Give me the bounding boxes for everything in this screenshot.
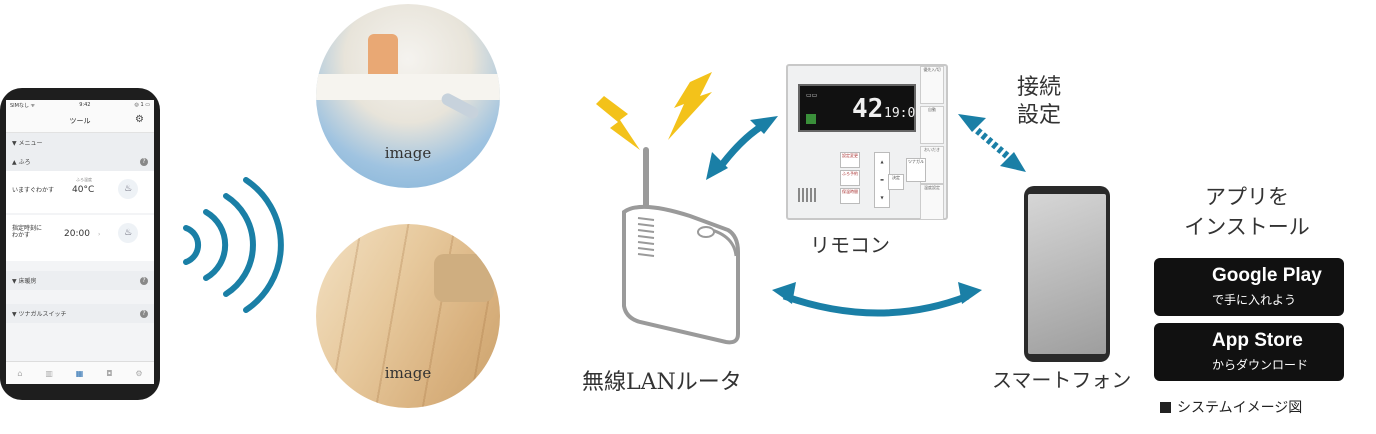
help-icon[interactable]: ? (140, 157, 148, 166)
tab-bar: ⌂ ▥ ▦ ◘ ⚙ (6, 361, 154, 384)
set-temp-caption: ふろ温度 (76, 177, 92, 182)
slippers-icon (434, 254, 494, 302)
google-play-subtitle: で手に入れよう (1212, 293, 1297, 307)
keep-warm-label: いますぐわかす (12, 187, 55, 194)
dashed-arrow-connect (969, 123, 1015, 163)
remote-side-button-1[interactable]: 優先入/切 (920, 66, 944, 104)
chevron-down-icon: ▼ (12, 311, 19, 318)
connect-setting-label: 接続 設定 (1016, 75, 1061, 128)
arrow-router-phone (782, 292, 970, 317)
wifi-waves-icon (183, 177, 284, 313)
chevron-down-icon: ▼ (12, 140, 19, 147)
remote-side-button-2[interactable]: 自動 (920, 106, 944, 144)
menu-label: ▼ メニュー (12, 140, 43, 147)
google-play-title: Google Play (1212, 265, 1322, 286)
home-tab-icon[interactable]: ⌂ (17, 368, 23, 378)
floor-image-circle: image (316, 224, 500, 408)
smartphone-icon (1024, 186, 1110, 362)
help-icon[interactable]: ? (140, 309, 148, 318)
remote-status-text: ▭▭ (806, 92, 818, 99)
remote-button-setting[interactable]: 設定変更 (840, 152, 860, 168)
app-store-subtitle: からダウンロード (1212, 358, 1309, 372)
status-right: ◎ 1 ▭ (134, 102, 150, 108)
timer-value: 20:00 (64, 229, 90, 239)
speaker-grille-icon (798, 188, 816, 202)
smartphone-app-mockup: SIMなし ᯤ 9:42 ◎ 1 ▭ ツール ⚙ ▼ メニュー ▲ ふろ ? い… (0, 88, 160, 400)
status-carrier: SIMなし ᯤ (10, 103, 36, 109)
lightning-icon (596, 72, 712, 150)
gear-icon[interactable]: ⚙ (135, 114, 144, 125)
floor-heat-section[interactable]: ▼ 床暖房 ? (6, 271, 154, 290)
app-title: ツール (69, 117, 91, 125)
wave-2 (203, 209, 229, 281)
bathtub-timer-icon[interactable]: ♨ (118, 223, 138, 243)
remote-button-keep-warm[interactable]: 保温時間 (840, 188, 860, 204)
app-store-badge[interactable]: App Store からダウンロード (1154, 323, 1344, 381)
remote-mode-icon (806, 114, 816, 124)
install-app-label: アプリを インストール (1184, 185, 1310, 239)
app-store-title: App Store (1212, 330, 1303, 351)
status-bar: SIMなし ᯤ 9:42 ◎ 1 ▭ (6, 100, 154, 110)
system-image-note: システムイメージ図 (1160, 397, 1302, 417)
bottle-icon (368, 34, 398, 80)
keep-warm-row[interactable]: いますぐわかす ふろ温度 40°C ♨ (6, 171, 154, 213)
app-header: ツール ⚙ (6, 110, 154, 133)
chart-tab-icon[interactable]: ▥ (45, 368, 53, 378)
chevron-down-icon: ▼ (12, 278, 19, 285)
chevron-right-icon: › (98, 231, 101, 238)
google-play-badge[interactable]: Google Play で手に入れよう (1154, 258, 1344, 316)
phone-screen: SIMなし ᯤ 9:42 ◎ 1 ▭ ツール ⚙ ▼ メニュー ▲ ふろ ? い… (6, 100, 154, 384)
timer-label: 指定時刻に わかす (12, 225, 43, 239)
remote-side-button-4[interactable]: 温度設定 (920, 184, 944, 220)
chevron-up-icon: ▲ (12, 159, 19, 166)
smartphone-label: スマートフォン (992, 368, 1132, 392)
tub-edge (316, 74, 500, 100)
wave-1 (183, 225, 202, 265)
arrow-router-remote (715, 123, 764, 173)
floor-heat-label: 床暖房 (18, 278, 37, 285)
bath-image-circle: image (316, 4, 500, 188)
bath-caption: image (384, 144, 432, 162)
status-time: 9:42 (79, 102, 91, 108)
remote-label: リモコン (810, 233, 890, 257)
furo-label: ふろ (18, 159, 31, 166)
remote-temp: 42 (852, 94, 884, 124)
remote-controller: ▭▭ 42 19:00 優先入/切 自動 おいだき 温度設定 設定変更 ふろ予約… (786, 64, 948, 220)
tsunagaru-section[interactable]: ▼ ツナガルスイッチ ? (6, 304, 154, 323)
wave-4 (243, 177, 284, 313)
set-temp-value: 40°C (72, 185, 95, 195)
timer-row[interactable]: 指定時刻に わかす 20:00 › ♨ (6, 215, 154, 261)
smartphone-screen (1028, 194, 1106, 354)
wave-3 (223, 193, 256, 297)
help-icon[interactable]: ? (140, 276, 148, 285)
furo-section[interactable]: ▲ ふろ ? (6, 152, 154, 171)
menu-section[interactable]: ▼ メニュー (6, 133, 154, 152)
tools-tab-icon[interactable]: ▦ (75, 368, 84, 378)
bathtub-icon[interactable]: ♨ (118, 179, 138, 199)
tsunagaru-label: ツナガルスイッチ (18, 311, 67, 318)
remote-button-reserve[interactable]: ふろ予約 (840, 170, 860, 186)
remote-button-decide[interactable]: 決定 (888, 174, 904, 190)
router-icon (622, 147, 740, 345)
square-bullet-icon (1160, 402, 1171, 413)
settings-tab-icon[interactable]: ⚙ (135, 368, 143, 378)
bell-tab-icon[interactable]: ◘ (106, 368, 113, 378)
remote-time: 19:00 (884, 106, 924, 121)
remote-button-tsunagaru[interactable]: ツナガル (906, 158, 926, 182)
floor-caption: image (384, 364, 432, 382)
remote-display: ▭▭ 42 19:00 (798, 84, 923, 132)
router-label: 無線LANルータ (582, 370, 742, 395)
